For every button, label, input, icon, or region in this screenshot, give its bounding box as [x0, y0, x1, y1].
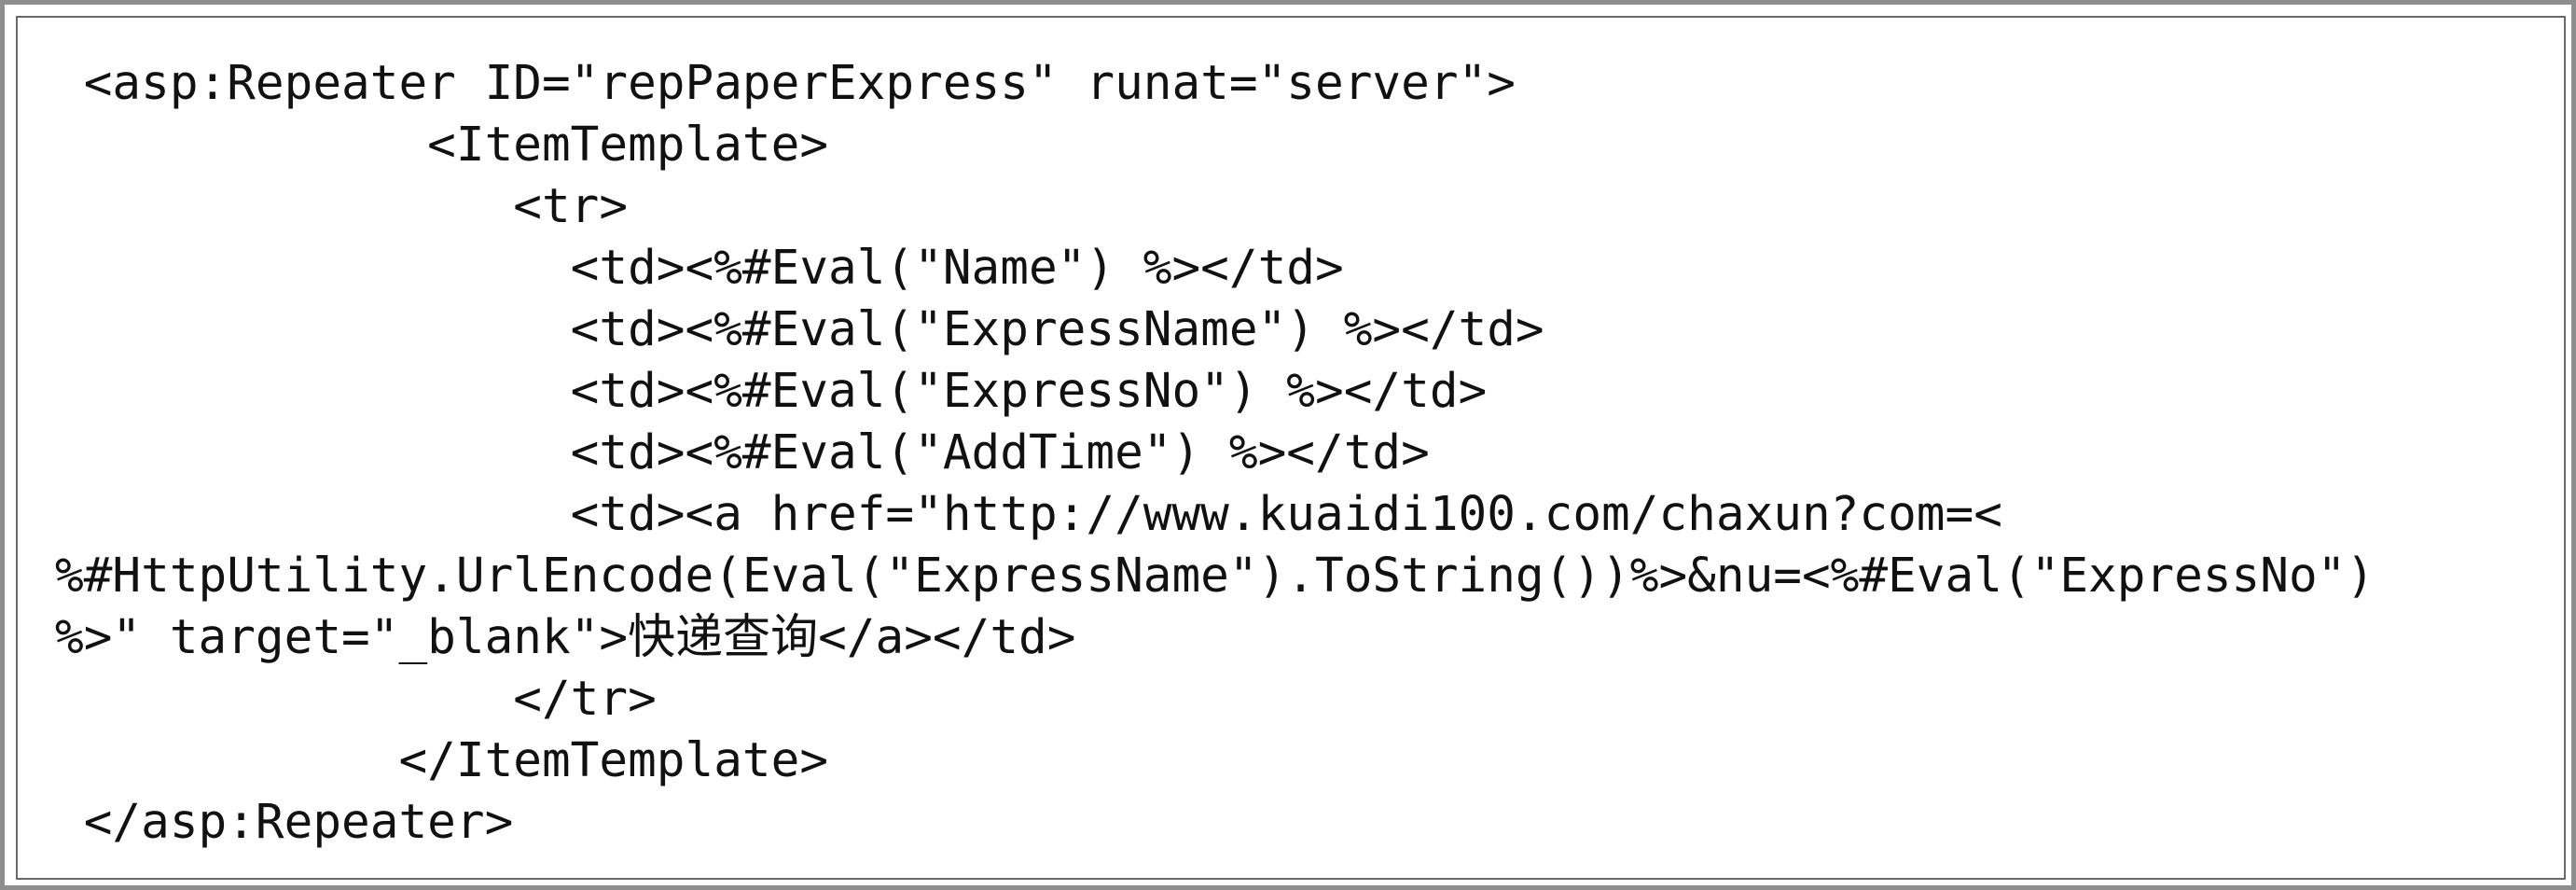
code-box: <asp:Repeater ID="repPaperExpress" runat…	[16, 16, 2566, 880]
code-line: </asp:Repeater>	[55, 795, 514, 850]
code-line: <td><%#Eval("Name") %></td>	[55, 241, 1344, 296]
code-line: <asp:Repeater ID="repPaperExpress" runat…	[55, 56, 1516, 111]
code-block: <asp:Repeater ID="repPaperExpress" runat…	[55, 53, 2375, 854]
code-line: %>" target="_blank">快递查询</a></td>	[55, 610, 1076, 665]
code-line: <td><a href="http://www.kuaidi100.com/ch…	[55, 487, 2002, 542]
code-line: <td><%#Eval("ExpressNo") %></td>	[55, 364, 1488, 419]
code-line: </ItemTemplate>	[55, 733, 829, 788]
code-line: <ItemTemplate>	[55, 118, 829, 173]
code-line: <td><%#Eval("AddTime") %></td>	[55, 425, 1430, 480]
code-line: <td><%#Eval("ExpressName") %></td>	[55, 302, 1544, 357]
code-line: </tr>	[55, 672, 657, 727]
code-line: <tr>	[55, 179, 629, 234]
code-line: %#HttpUtility.UrlEncode(Eval("ExpressNam…	[55, 549, 2375, 604]
